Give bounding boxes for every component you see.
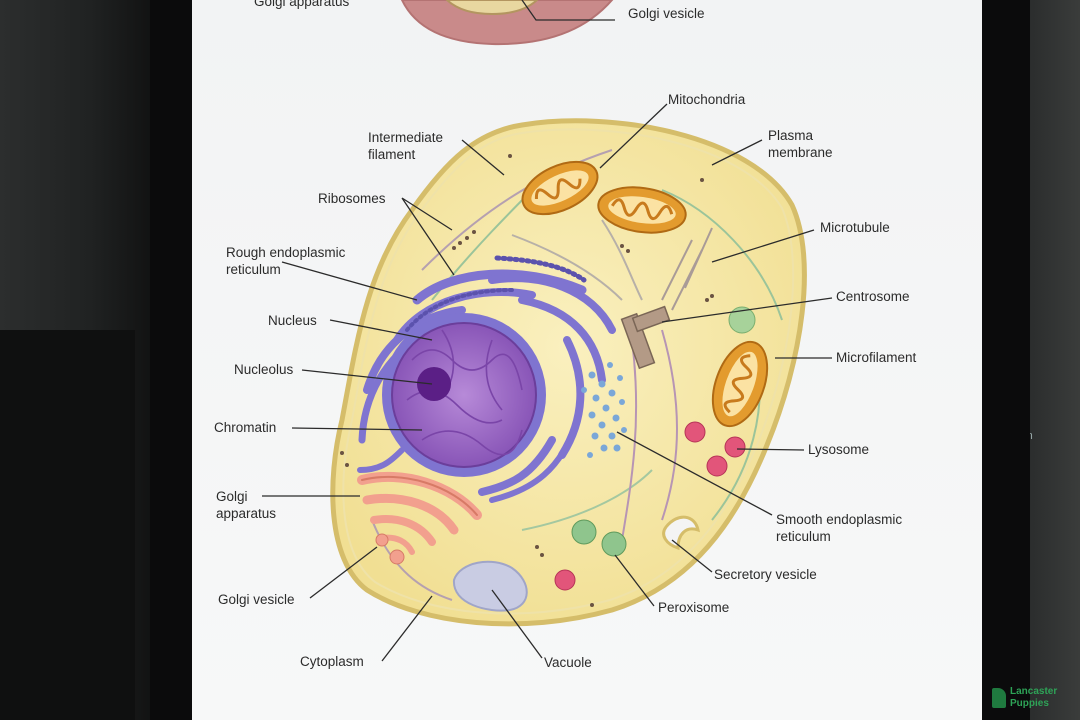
plasma-membrane-label-line1: Plasma bbox=[768, 128, 814, 143]
rough-er-label-line2: reticulum bbox=[226, 262, 281, 277]
ribosomes bbox=[340, 154, 714, 607]
rough-er-label-line1: Rough endoplasmic bbox=[226, 245, 346, 260]
watermark-icon bbox=[992, 688, 1006, 708]
background-left-shadow bbox=[0, 330, 135, 720]
golgi-vesicle-2 bbox=[389, 549, 405, 565]
golgi-vesicle-1 bbox=[375, 533, 389, 547]
vacuole bbox=[452, 560, 528, 612]
golgi-apparatus bbox=[357, 472, 482, 555]
centrosome-group bbox=[620, 305, 671, 370]
lysosomes bbox=[554, 421, 746, 591]
lysosome-label: Lysosome bbox=[808, 442, 869, 457]
peroxisome-label: Peroxisome bbox=[658, 600, 729, 615]
top-golgi-vesicle-label: Golgi vesicle bbox=[628, 6, 705, 21]
nucleus-label: Nucleus bbox=[268, 313, 317, 328]
golgi-apparatus-label-line1: Golgi bbox=[216, 489, 248, 504]
secretory-vesicle-label: Secretory vesicle bbox=[714, 567, 817, 582]
smooth-er-label-line2: reticulum bbox=[776, 529, 831, 544]
top-cell-fragment bbox=[400, 0, 615, 46]
top-golgi-apparatus-label: Golgi apparatus bbox=[254, 0, 350, 9]
microfilament-label: Microfilament bbox=[836, 350, 917, 365]
mitochondria-group bbox=[521, 160, 769, 428]
centrosome-vesicle bbox=[728, 306, 756, 334]
watermark-logo: Lancaster Puppies bbox=[990, 684, 1076, 714]
chromatin-label: Chromatin bbox=[214, 420, 276, 435]
mitochondria-label: Mitochondria bbox=[668, 92, 746, 107]
ribosomes-label: Ribosomes bbox=[318, 191, 386, 206]
animal-cell-diagram: Golgi apparatus Golgi vesicle bbox=[214, 0, 917, 670]
nucleolus-label: Nucleolus bbox=[234, 362, 294, 377]
watermark-line1: Lancaster bbox=[1010, 686, 1058, 697]
centrosome-label: Centrosome bbox=[836, 289, 910, 304]
golgi-vesicle-label: Golgi vesicle bbox=[218, 592, 295, 607]
vacuole-label: Vacuole bbox=[544, 655, 592, 670]
watermark-line2: Puppies bbox=[1010, 698, 1049, 709]
tablet-screen[interactable]: Golgi apparatus Golgi vesicle bbox=[192, 0, 982, 720]
intermediate-filament-label-line1: Intermediate bbox=[368, 130, 443, 145]
smooth-er-label-line1: Smooth endoplasmic bbox=[776, 512, 902, 527]
golgi-apparatus-label-line2: apparatus bbox=[216, 506, 276, 521]
leader-lines bbox=[262, 103, 833, 662]
cell-inner-outline bbox=[342, 128, 795, 615]
peroxisomes bbox=[571, 519, 627, 557]
plasma-membrane-label-line2: membrane bbox=[768, 145, 833, 160]
microtubule-label: Microtubule bbox=[820, 220, 890, 235]
smooth-endoplasmic-reticulum bbox=[581, 362, 627, 458]
intermediate-filament-label-line2: filament bbox=[368, 147, 416, 162]
cytoplasm-label: Cytoplasm bbox=[300, 654, 364, 669]
nucleus-group bbox=[382, 313, 546, 477]
